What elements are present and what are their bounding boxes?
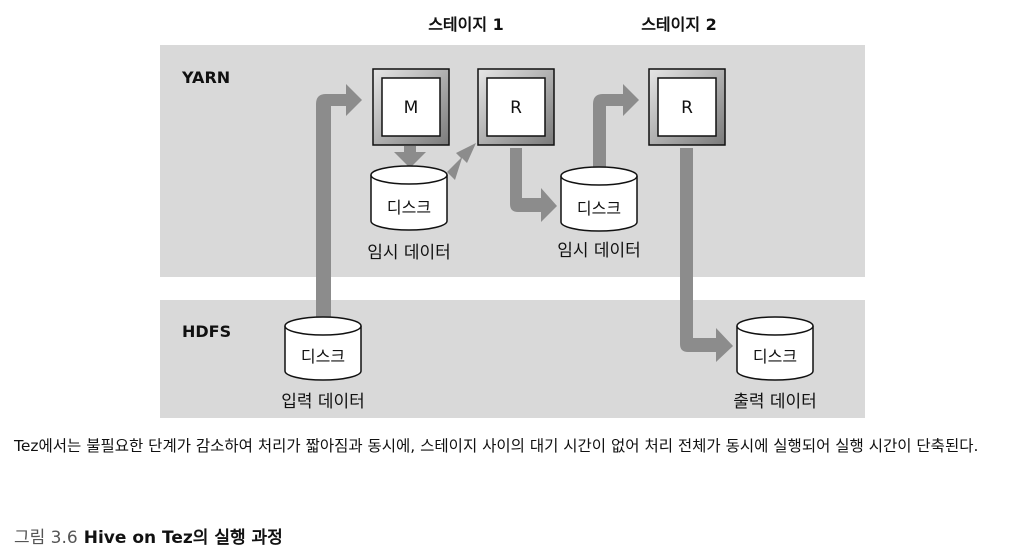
disk-label: 디스크 — [753, 347, 797, 366]
stage-2-label: 스테이지 2 — [641, 15, 717, 34]
arrow-temp1-to-reduce1 — [447, 143, 476, 180]
arrow-reduce2-to-output — [680, 148, 733, 362]
disk-label: 디스크 — [577, 199, 621, 218]
temp-disk-1: 디스크 임시 데이터 — [367, 165, 451, 263]
reduce-task-1-label: R — [510, 98, 522, 118]
disk-label: 디스크 — [301, 347, 345, 366]
arrow-input-to-map — [316, 84, 362, 325]
reduce-task-2-label: R — [681, 98, 693, 118]
disk-label: 디스크 — [387, 198, 431, 217]
temp-data-label-1: 임시 데이터 — [367, 243, 451, 263]
figure-number: 그림 3.6 — [14, 528, 78, 548]
map-task-box: M — [372, 68, 450, 146]
hive-on-tez-diagram: 스테이지 1 스테이지 2 YARN HDFS M R R 디스크 — [160, 15, 865, 418]
output-data-label: 출력 데이터 — [733, 392, 817, 412]
map-task-label: M — [404, 98, 419, 118]
figure-title: Hive on Tez의 실행 과정 — [83, 528, 283, 548]
arrow-temp2-to-reduce2 — [593, 84, 639, 172]
reduce-task-box-2: R — [648, 68, 726, 146]
input-disk: 디스크 입력 데이터 — [281, 316, 365, 412]
input-data-label: 입력 데이터 — [281, 392, 365, 412]
yarn-label: YARN — [181, 68, 230, 87]
figure-description: Tez에서는 불필요한 단계가 감소하여 처리가 짧아짐과 동시에, 스테이지 … — [14, 437, 979, 455]
output-disk: 디스크 출력 데이터 — [733, 316, 817, 412]
arrow-map-to-temp1 — [394, 146, 426, 168]
temp-disk-2: 디스크 임시 데이터 — [557, 166, 641, 261]
temp-data-label-2: 임시 데이터 — [557, 241, 641, 261]
arrow-reduce1-to-temp2 — [510, 148, 557, 222]
reduce-task-box-1: R — [477, 68, 555, 146]
hdfs-label: HDFS — [182, 322, 231, 341]
data-flow-arrows — [316, 84, 733, 362]
stage-1-label: 스테이지 1 — [428, 15, 504, 34]
